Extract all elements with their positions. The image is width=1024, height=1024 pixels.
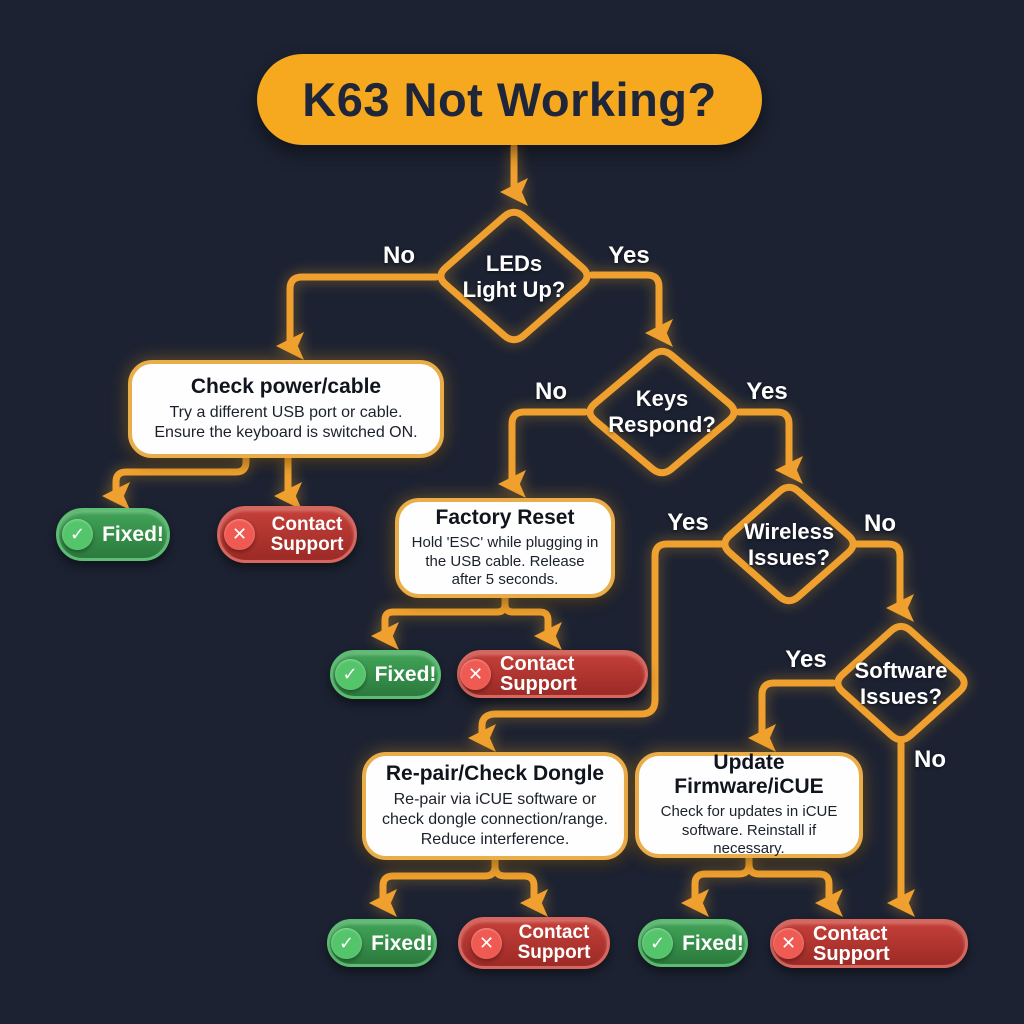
title-text: K63 Not Working? [302,73,717,126]
outcome-contact-support-3: ✕ Contact Support [458,917,610,969]
cross-icon: ✕ [471,927,502,959]
outcome-label: Contact Support [270,513,344,555]
edge-keys-yes [735,408,803,484]
edge-wireless-no [853,540,914,622]
edge-wireless-yes [468,540,725,752]
label-software-no: No [914,746,946,773]
decision-leds: LEDs Light Up? [462,251,566,302]
action-title: Re-pair/Check Dongle [385,762,605,785]
edge-keys-no [498,408,589,498]
action-body: Re-pair via iCUE software or check dongl… [382,791,608,848]
edge-leds-no [276,273,440,360]
edge-software-yes [748,679,837,752]
decision-wireless: Wireless Issues? [743,519,835,570]
decision-shape-keys [586,347,738,477]
edge-reset-to-contact [501,594,562,650]
cross-icon: ✕ [224,519,255,550]
edge-firmware-to-contact [745,854,843,917]
outcome-label: Fixed! [374,663,437,686]
check-icon: ✓ [331,927,363,959]
action-title: Factory Reset [435,505,575,529]
outcome-contact-support-1: ✕ Contact Support [217,506,357,563]
decision-shape-software [834,622,968,744]
outcome-label: Fixed! [371,931,433,955]
check-icon: ✓ [642,927,674,959]
decision-shape-wireless [721,483,857,605]
action-check-power-cable: Check power/cable Try a different USB po… [128,360,444,458]
label-leds-yes: Yes [608,242,650,269]
edge-repair-to-fixed [369,856,499,917]
outcome-label: Contact Support [500,653,577,695]
action-repair-check-dongle: Re-pair/Check Dongle Re-pair via iCUE so… [362,752,628,860]
cross-icon: ✕ [773,928,804,959]
outcome-fixed-2: ✓ Fixed! [330,650,441,699]
action-update-firmware-icue: Update Firmware/iCUE Check for updates i… [635,750,863,858]
label-wireless-yes: Yes [667,509,709,536]
edge-leds-yes [588,271,673,347]
decision-software: Software Issues? [854,658,948,709]
outcome-label: Fixed! [682,931,744,955]
edge-firmware-to-fixed [681,854,753,917]
outcome-label: Contact Support [813,922,890,965]
label-software-yes: Yes [785,646,827,673]
action-body: Try a different USB port or cable. Ensur… [154,404,418,441]
outcome-contact-support-4: ✕ Contact Support [770,919,968,968]
outcome-label: Contact Support [517,922,591,963]
decision-keys: Keys Respond? [608,386,716,437]
check-icon: ✓ [334,659,366,690]
edge-power-to-fixed [102,454,250,510]
label-leds-no: No [383,242,415,269]
edge-repair-to-contact [491,856,548,917]
edge-reset-to-fixed [371,594,509,650]
outcome-label: Fixed! [102,523,164,546]
action-title: Update Firmware/iCUE [674,750,824,798]
outcome-fixed-1: ✓ Fixed! [56,508,170,561]
action-title: Check power/cable [190,375,382,398]
action-body: Hold 'ESC' while plugging in the USB cab… [411,533,599,589]
outcome-fixed-4: ✓ Fixed! [638,919,748,967]
outcome-contact-support-2: ✕ Contact Support [457,650,648,698]
check-icon: ✓ [62,519,94,550]
action-body: Check for updates in iCUE software. Rein… [660,802,838,858]
label-keys-yes: Yes [746,378,788,405]
cross-icon: ✕ [460,658,491,690]
outcome-fixed-3: ✓ Fixed! [327,919,437,967]
label-wireless-no: No [864,510,896,537]
action-factory-reset: Factory Reset Hold 'ESC' while plugging … [395,498,615,598]
decision-shape-leds [437,208,591,344]
label-keys-no: No [535,378,567,405]
title-node: K63 Not Working? [257,54,762,145]
